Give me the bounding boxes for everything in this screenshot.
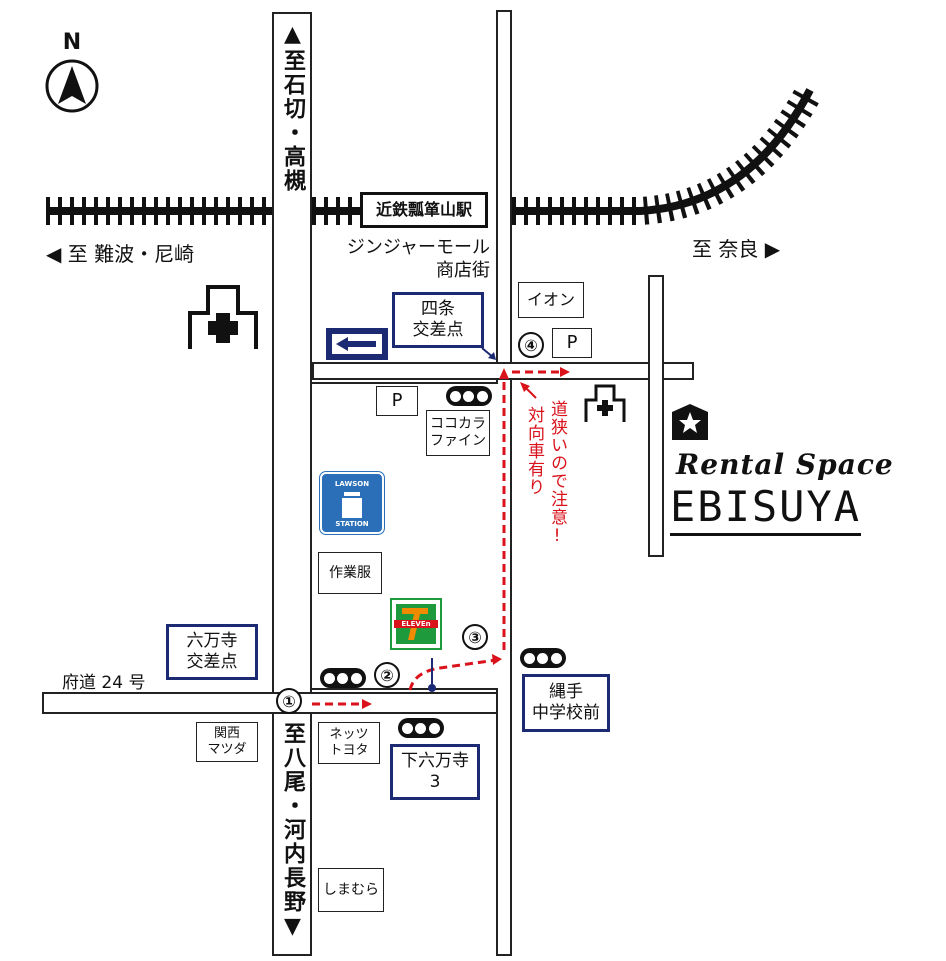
warning-line2: 対向車有り	[524, 406, 544, 496]
compass: N	[44, 30, 104, 114]
shopping-street-line1: ジンジャーモール	[346, 237, 490, 258]
star-marker-icon	[672, 404, 708, 440]
netz-toyota-line1: ネッツ	[329, 727, 369, 743]
north-road-direction: ▲至石切・高槻	[280, 22, 305, 193]
shimorokumanji-intersection: 下六万寺 3	[390, 744, 480, 800]
work-clothes-label: 作業服	[329, 564, 371, 581]
shopping-street-line2: 商店街	[436, 260, 490, 282]
west-direction: ◀ 至 難波・尼崎	[46, 242, 195, 266]
small-road-vertical	[648, 275, 664, 557]
left-arrow-icon	[332, 334, 382, 354]
shijo-line2: 交差点	[412, 320, 464, 340]
hospital-icon	[188, 285, 258, 349]
parking-label: P	[566, 332, 578, 354]
traffic-signal-icon	[320, 668, 366, 688]
warning-line1: 道狭いので注意!	[547, 400, 567, 547]
pointer-line	[481, 347, 496, 360]
kansai-mazda-line2: マツダ	[207, 742, 247, 757]
seven-eleven-label: ELEVEn	[394, 620, 438, 628]
route-marker-1: ①	[276, 688, 302, 714]
route-marker-4: ④	[518, 332, 544, 358]
kansai-mazda-line1: 関西	[213, 726, 240, 742]
nawate-line1: 縄手	[549, 681, 583, 702]
parking-sign: P	[552, 328, 592, 358]
shimorokumanji-line2: 3	[429, 772, 441, 792]
station-name: 近鉄瓢箪山駅	[375, 200, 472, 220]
seven-eleven-logo: ELEVEn	[390, 598, 442, 650]
junction-fill	[274, 696, 496, 710]
traffic-signal-icon	[520, 648, 566, 668]
narrow-road-warning: 道狭いので注意! 対向車有り	[520, 400, 570, 580]
north-arrow-icon	[45, 59, 99, 113]
junction-fill	[498, 364, 510, 378]
rokumanji-line2: 交差点	[186, 652, 238, 672]
one-way-sign	[326, 328, 388, 360]
aeon-label: イオン	[526, 290, 575, 310]
netz-toyota-line2: トヨタ	[329, 743, 369, 758]
route-marker-3: ③	[462, 624, 488, 650]
rokumanji-line1: 六万寺	[186, 630, 238, 651]
shijo-line1: 四条	[421, 298, 455, 319]
main-road-vertical	[272, 12, 312, 956]
rental-space-label: Rental Space	[676, 448, 894, 481]
ebisuya-label: EBISUYA	[670, 482, 862, 536]
junction-fill	[274, 364, 310, 378]
east-direction: 至 奈良 ▶	[692, 237, 781, 261]
aeon-shop: イオン	[518, 282, 584, 318]
station-sign: 近鉄瓢箪山駅	[360, 192, 488, 228]
shimorokumanji-line1: 下六万寺	[401, 750, 469, 771]
cocokara-line2: ファイン	[430, 433, 486, 449]
traffic-signal-icon	[446, 386, 492, 406]
east-road-vertical	[496, 10, 512, 956]
shimamura-label: しまむら	[323, 881, 379, 898]
lawson-station-logo: LAWSON STATION	[320, 472, 384, 534]
parking-sign: P	[376, 386, 418, 416]
junction-fill	[650, 364, 662, 378]
nawate-intersection: 縄手 中学校前	[522, 674, 610, 732]
shopping-street-label: ジンジャーモール 商店街	[330, 236, 490, 283]
netz-toyota-shop: ネッツ トヨタ	[318, 722, 380, 764]
nawate-line2: 中学校前	[532, 703, 600, 723]
milk-can-icon	[342, 492, 362, 518]
road-name-label: 府道 24 号	[62, 673, 146, 693]
lawson-label: LAWSON	[334, 480, 370, 488]
cocokara-fine-shop: ココカラ ファイン	[426, 410, 490, 456]
hospital-icon	[584, 384, 626, 422]
south-road-direction: 至八尾・河内長野▼	[280, 722, 305, 941]
work-clothes-shop: 作業服	[318, 552, 382, 594]
cocokara-line1: ココカラ	[430, 416, 486, 433]
rokumanji-intersection: 六万寺 交差点	[166, 624, 258, 680]
shijo-intersection: 四条 交差点	[392, 292, 484, 348]
route-marker-2: ②	[374, 662, 400, 688]
north-letter: N	[62, 30, 82, 55]
shimamura-shop: しまむら	[318, 868, 384, 912]
traffic-signal-icon	[398, 718, 444, 738]
lawson-station-label: STATION	[335, 520, 369, 528]
kansai-mazda-shop: 関西 マツダ	[196, 722, 258, 762]
parking-label: P	[391, 390, 403, 412]
railway-track	[46, 83, 823, 225]
